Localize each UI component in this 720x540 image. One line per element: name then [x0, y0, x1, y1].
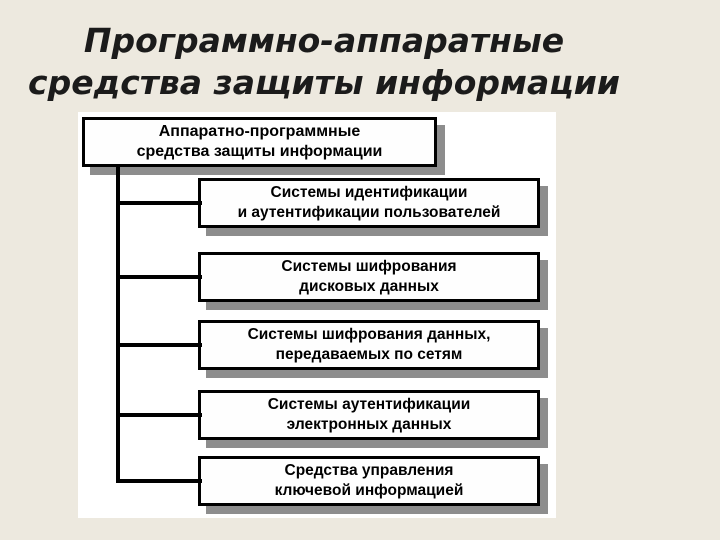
box-line-2: передаваемых по сетям: [275, 346, 463, 363]
box-line-1: Системы шифрования: [281, 258, 457, 275]
diagram-box-disk-data-encryption: Системы шифрования дисковых данных: [198, 252, 540, 302]
connector-vertical-line: [116, 166, 120, 483]
slide-title: Программно-аппаратные средства защиты ин…: [0, 20, 648, 104]
connector-branch-3: [116, 343, 202, 347]
box-line-1: Системы аутентификации: [267, 396, 471, 413]
connector-branch-2: [116, 275, 202, 279]
box-line-2: ключевой информацией: [274, 482, 464, 499]
slide-title-line-2: средства защиты информации: [28, 63, 620, 102]
diagram-box-key-information-management: Средства управления ключевой информацией: [198, 456, 540, 506]
box-line-1: Средства управления: [284, 462, 454, 479]
diagram-root-box-hardware-software-protection: Аппаратно-программные средства защиты ин…: [82, 117, 437, 167]
box-line-2: электронных данных: [286, 416, 452, 433]
connector-branch-5: [116, 479, 202, 483]
box-line-2: дисковых данных: [299, 278, 439, 295]
root-box-line-1: Аппаратно-программные: [158, 123, 361, 140]
box-line-1: Системы шифрования данных,: [247, 326, 491, 343]
slide-title-line-1: Программно-аппаратные: [83, 21, 565, 60]
diagram-box-user-identification-authentication: Системы идентификации и аутентификации п…: [198, 178, 540, 228]
connector-branch-1: [116, 201, 202, 205]
box-line-2: и аутентификации пользователей: [237, 204, 501, 221]
box-line-1: Системы идентификации: [270, 184, 468, 201]
root-box-line-2: средства защиты информации: [136, 143, 383, 160]
diagram-box-network-data-encryption: Системы шифрования данных, передаваемых …: [198, 320, 540, 370]
connector-branch-4: [116, 413, 202, 417]
diagram-box-electronic-data-authentication: Системы аутентификации электронных данны…: [198, 390, 540, 440]
